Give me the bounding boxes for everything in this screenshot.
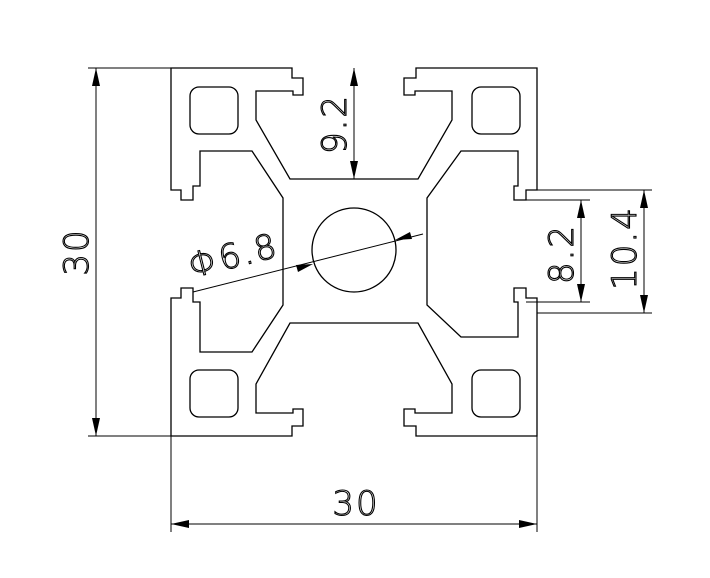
bore-diameter-dimension — [192, 232, 424, 293]
corner-cavity-top-right — [471, 86, 521, 135]
slot-depth-dimension — [350, 68, 358, 179]
width-dimension-label: 30 — [332, 484, 379, 524]
height-dimension — [88, 67, 171, 437]
corner-cavity-bottom-right — [471, 369, 521, 418]
corner-cavity-top-left — [189, 86, 239, 135]
height-dimension-label: 30 — [57, 228, 97, 275]
width-dimension — [170, 436, 538, 532]
slot-depth-label: 9.2 — [315, 94, 355, 154]
slot-width-label: 10.4 — [605, 206, 645, 290]
center-bore — [311, 207, 397, 293]
slot-width-dimension — [537, 189, 652, 314]
slot-opening-dimension — [526, 199, 590, 303]
corner-cavity-bottom-left — [189, 369, 239, 418]
bore-diameter-label: Φ6.8 — [184, 226, 282, 287]
slot-opening-label: 8.2 — [542, 224, 582, 284]
